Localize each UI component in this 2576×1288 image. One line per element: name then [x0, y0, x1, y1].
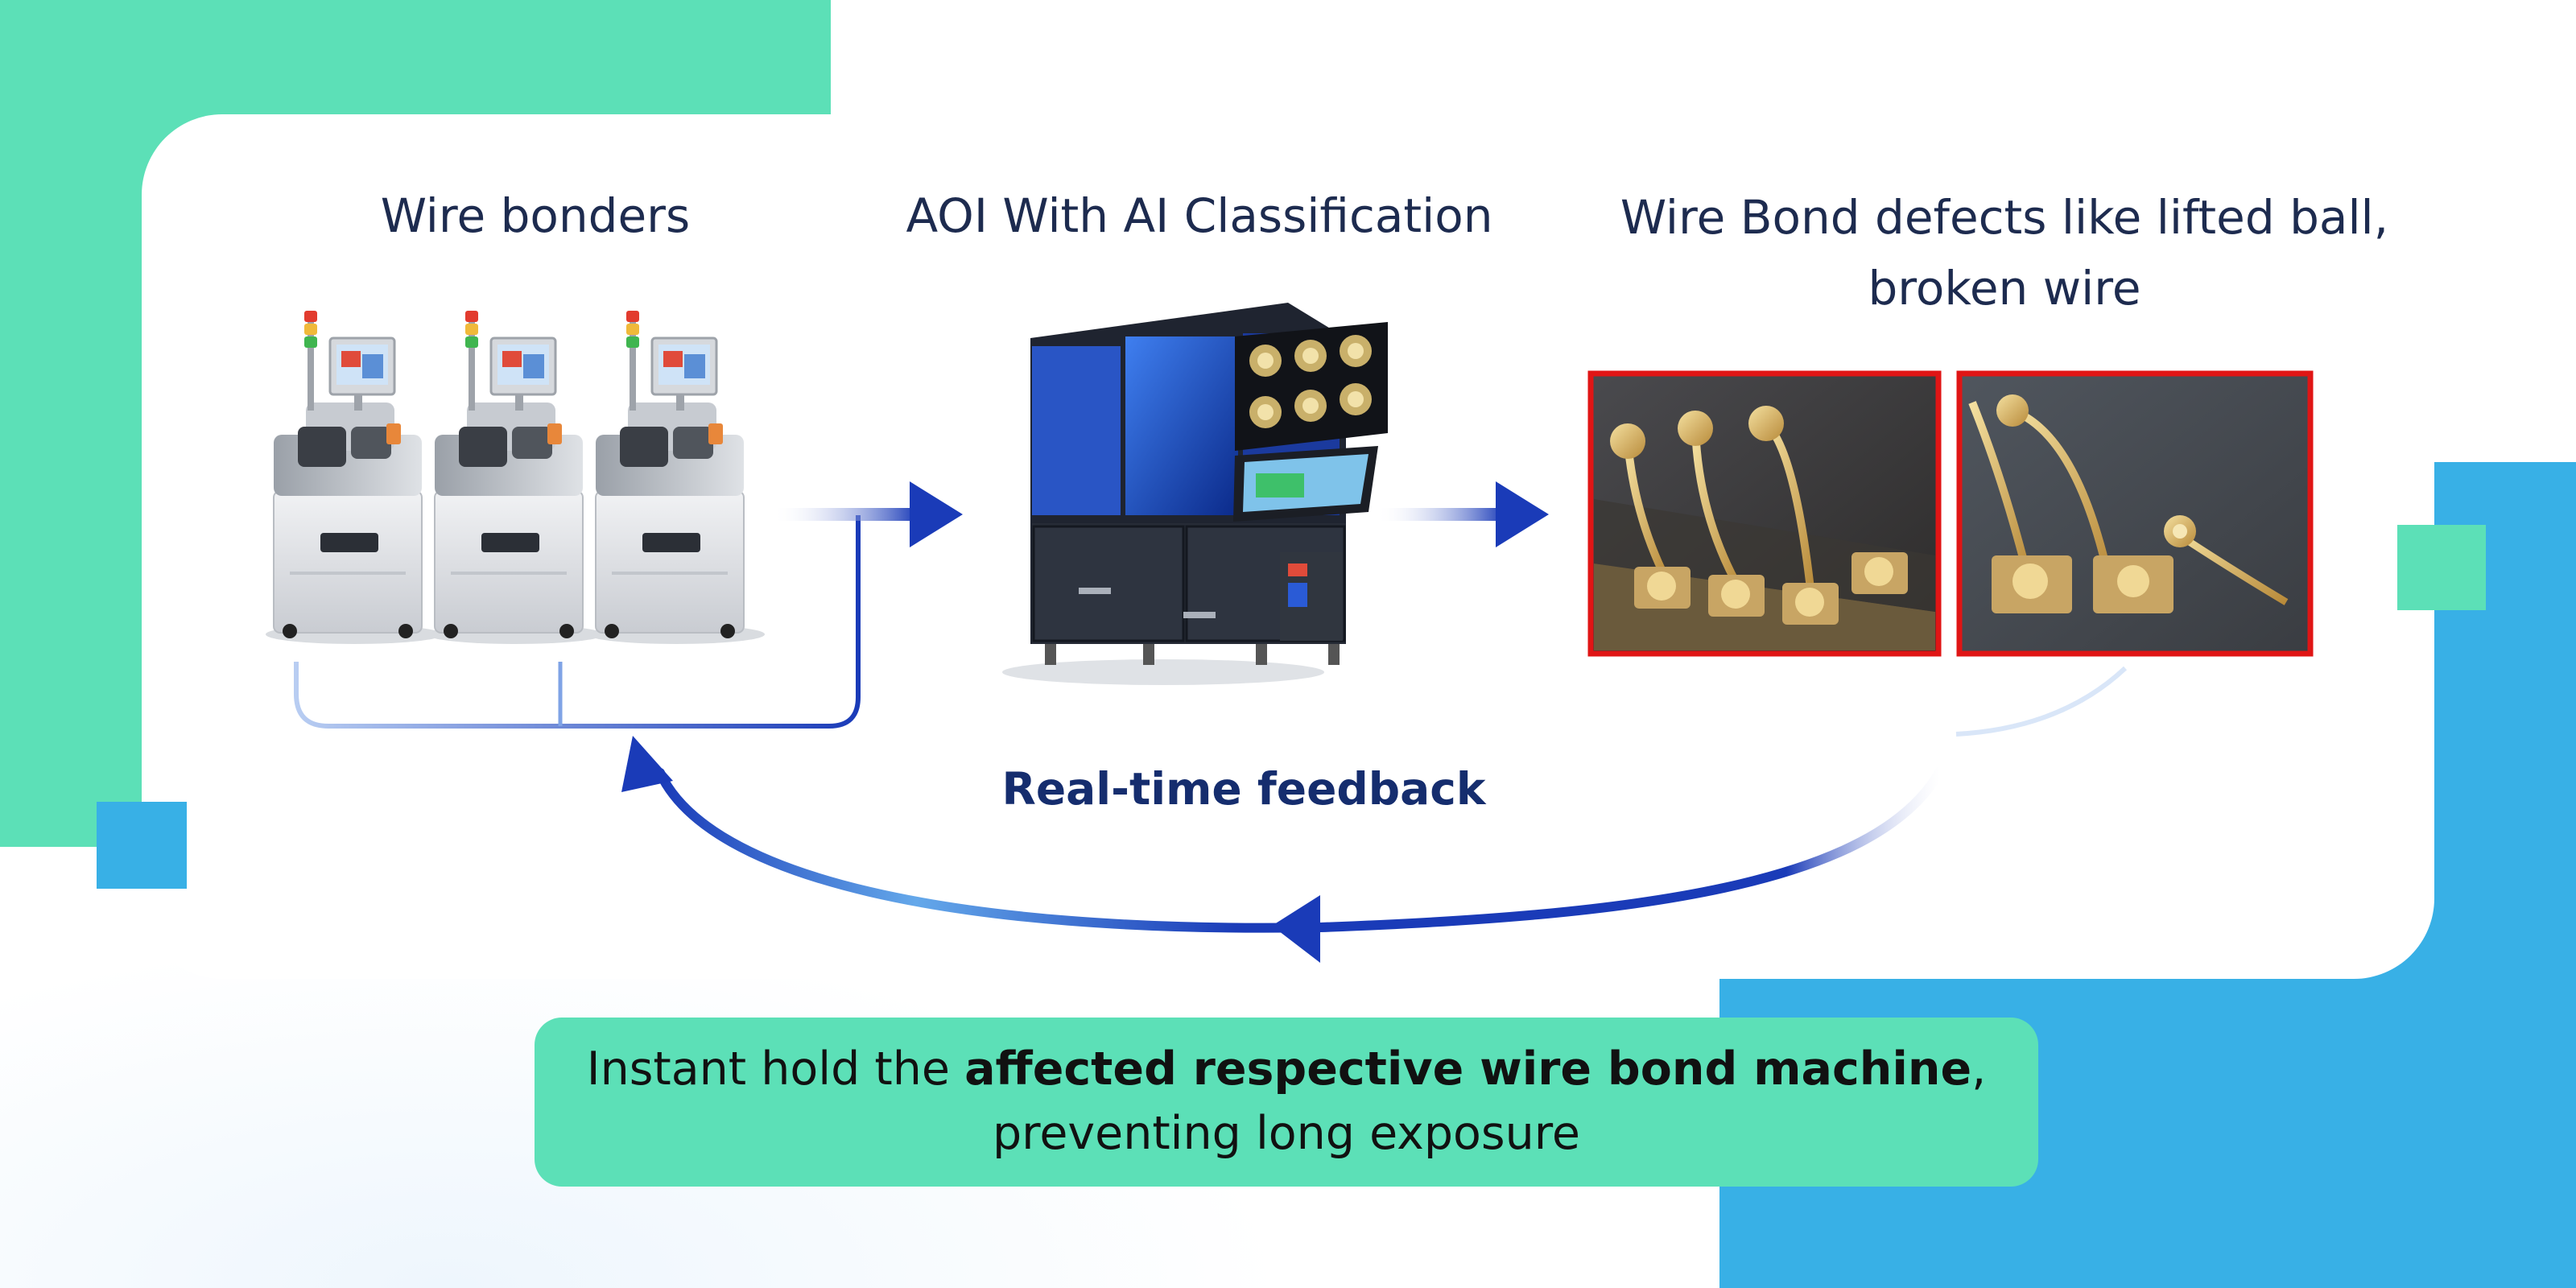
wire-bonder-machine-1: [266, 311, 443, 644]
defects-title: Wire Bond defects like lifted ball, brok…: [1620, 190, 2389, 316]
wire-bonder-machine-3: [588, 311, 765, 644]
arrow-to-defects-head: [1496, 481, 1549, 547]
callout-line-2: preventing long exposure: [992, 1107, 1581, 1160]
machines-bracket: [294, 515, 861, 729]
feedback-arrow-mid-head: [1272, 895, 1320, 963]
wire-bonders-title: Wire bonders: [380, 188, 691, 243]
callout-bold: affected respective wire bond machine: [964, 1042, 1972, 1096]
arrow-to-defects-shaft: [1377, 508, 1505, 521]
feedback-arrow-end-head: [621, 736, 673, 792]
aoi-title: AOI With AI Classification: [906, 188, 1493, 243]
feedback-label: Real-time feedback: [1001, 763, 1486, 815]
callout-box: Instant hold the affected respective wir…: [535, 1018, 2038, 1187]
arrow-to-aoi-head: [910, 481, 963, 547]
feedback-curve: [1955, 666, 2128, 737]
arrow-to-aoi-shaft: [773, 508, 918, 521]
callout-line-1: Instant hold the affected respective wir…: [535, 1037, 2038, 1101]
defect-photo-broken-wire: [1956, 370, 2314, 657]
decor-blue-square: [97, 802, 187, 889]
defect-photo-lifted-ball: [1587, 370, 1942, 657]
aoi-machine: [1002, 303, 1388, 685]
callout-suffix: ,: [1971, 1042, 1987, 1096]
callout-prefix: Instant hold the: [586, 1042, 965, 1096]
wire-bonder-machine-2: [427, 311, 604, 644]
decor-green-square: [2397, 525, 2486, 610]
